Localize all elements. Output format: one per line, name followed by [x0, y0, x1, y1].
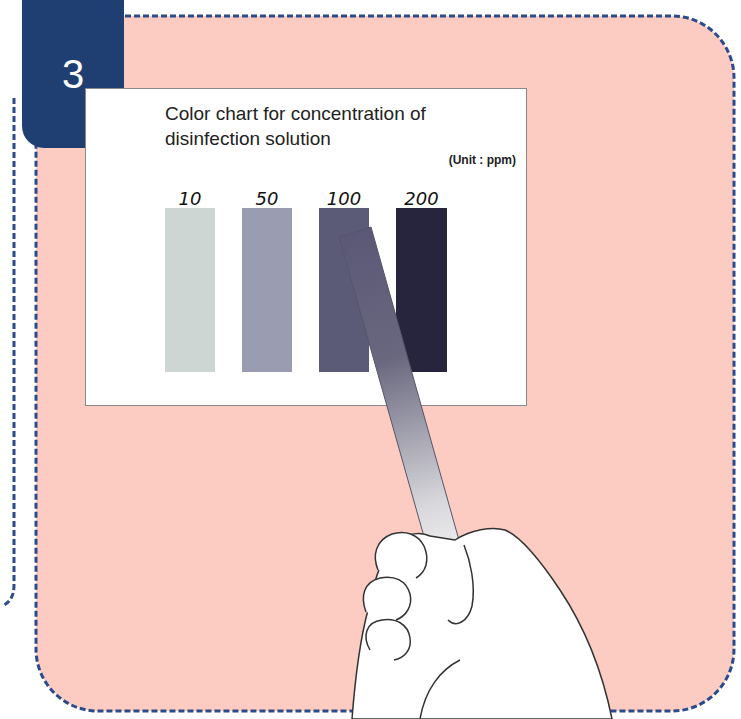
concentration-label: 100 — [309, 188, 379, 209]
test-strip — [339, 227, 473, 600]
swatch-color — [165, 208, 215, 372]
chart-title: Color chart for concentration of disinfe… — [165, 101, 495, 151]
gloved-hand — [352, 528, 612, 719]
swatch-color — [396, 208, 447, 372]
swatch-color — [319, 208, 369, 372]
step-number: 3 — [62, 52, 84, 97]
color-chart-card: Color chart for concentration of disinfe… — [85, 88, 527, 406]
concentration-label: 10 — [155, 188, 225, 209]
color-swatch: 200 — [396, 188, 447, 372]
thumb — [448, 545, 473, 624]
palm — [352, 528, 612, 719]
color-swatch: 10 — [165, 188, 215, 372]
color-swatch: 100 — [319, 188, 369, 372]
neighbor-panel-edge — [4, 98, 14, 605]
unit-label: (Unit : ppm) — [449, 153, 516, 167]
finger — [375, 533, 426, 579]
step-panel — [36, 16, 734, 711]
glove-fold — [420, 660, 460, 719]
swatch-color — [242, 208, 292, 372]
finger — [363, 577, 410, 620]
concentration-label: 50 — [232, 188, 302, 209]
concentration-label: 200 — [386, 188, 457, 209]
color-swatch: 50 — [242, 188, 292, 372]
finger — [366, 620, 410, 660]
